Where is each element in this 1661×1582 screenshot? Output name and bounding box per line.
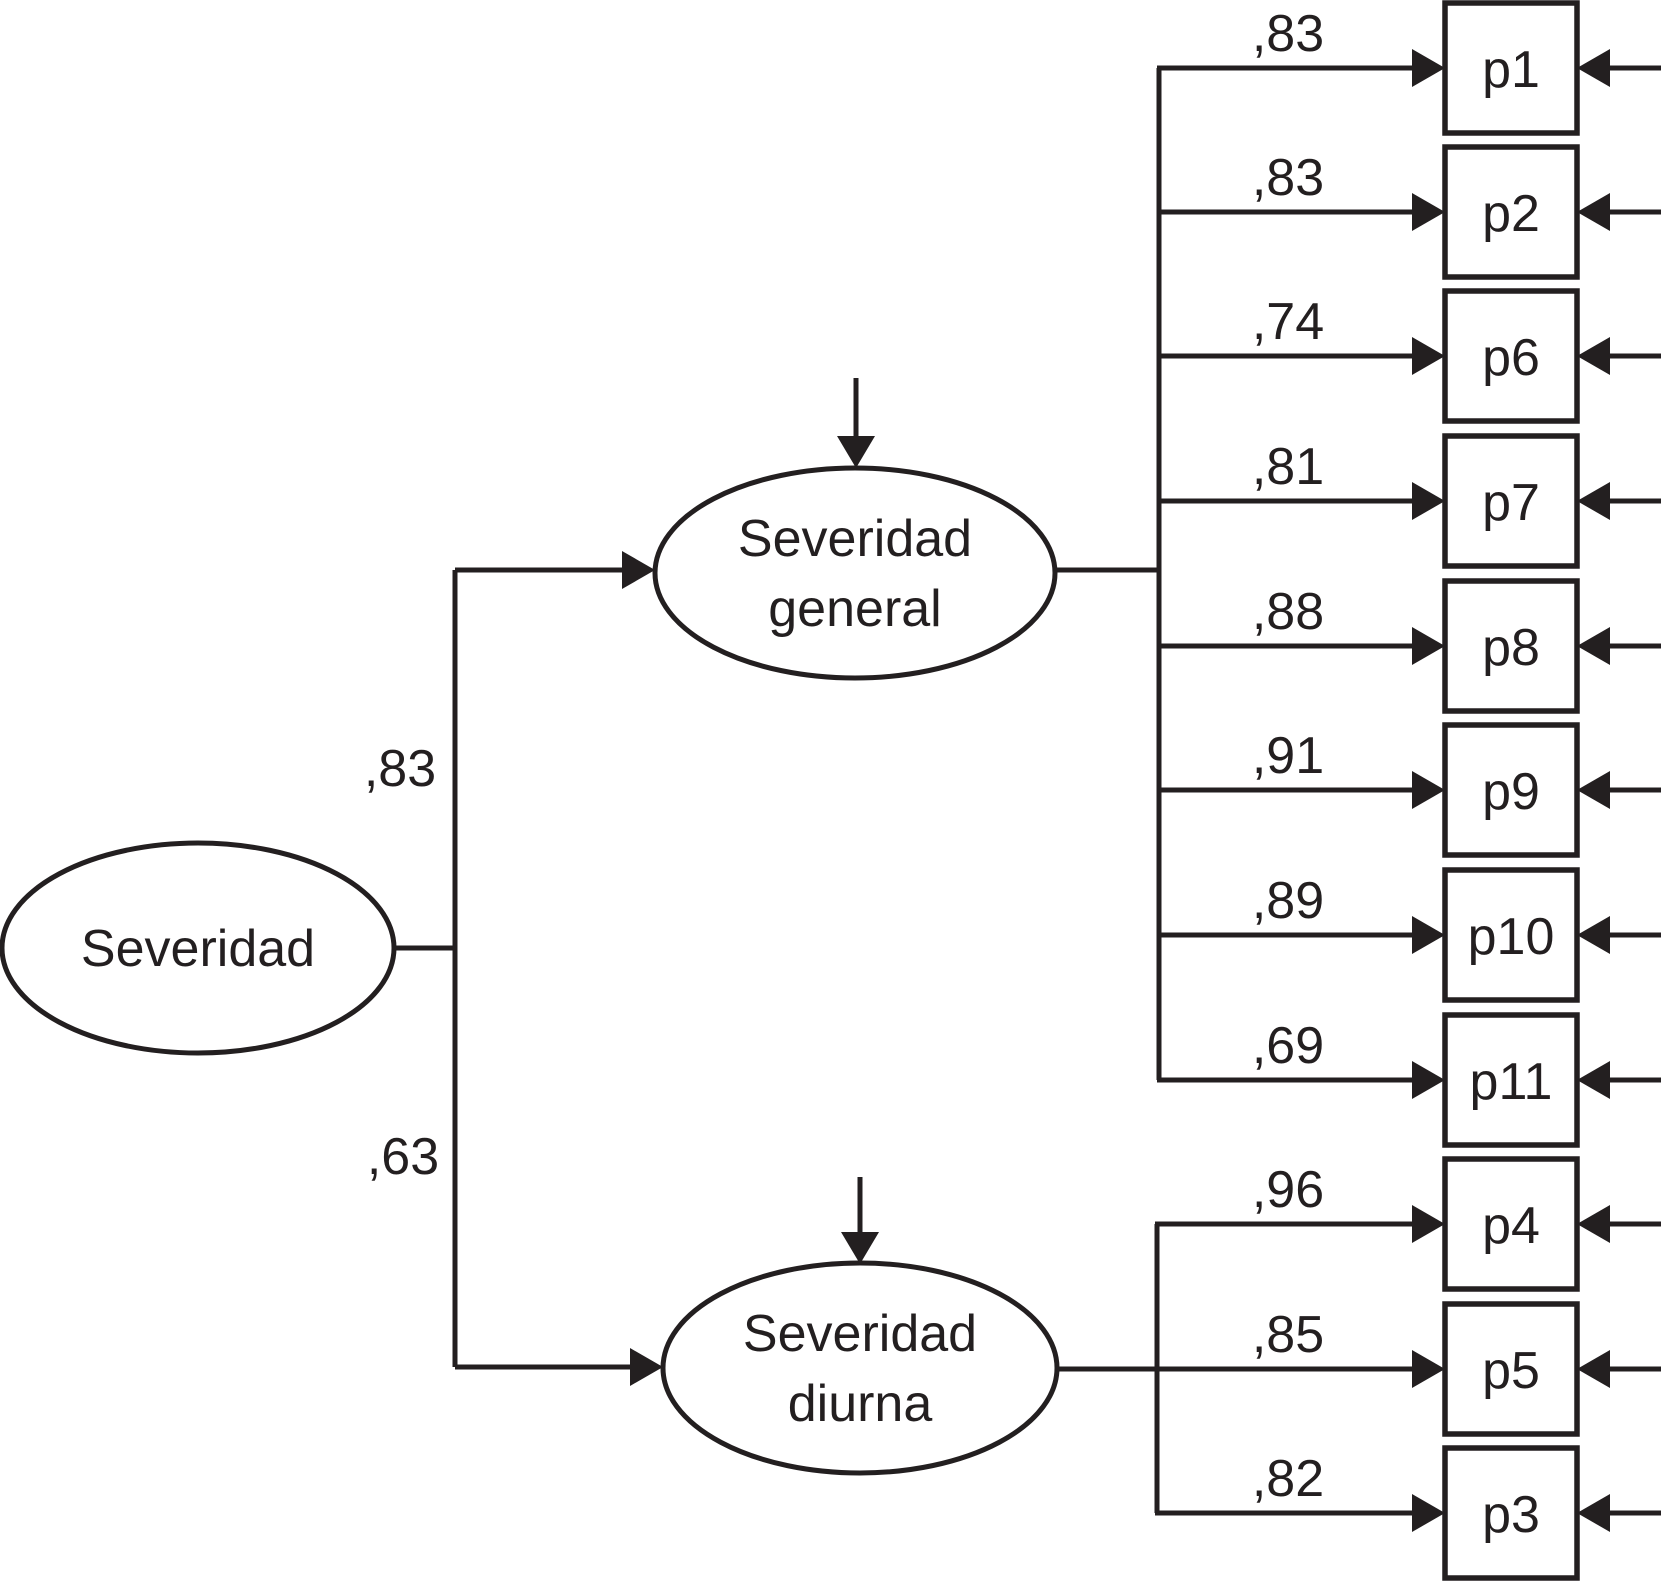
indicator-label: p10 <box>1468 908 1555 966</box>
left-arrowhead-icon <box>1577 916 1610 954</box>
right-arrowhead-icon <box>1412 337 1445 375</box>
indicator-row-p7: ,81 p7 <box>1157 433 1661 569</box>
path-coefficient-general: ,83 <box>364 740 436 798</box>
path-coefficient-diurna: ,63 <box>367 1128 439 1186</box>
indicator-row-p1: ,83 p1 <box>1157 0 1661 136</box>
indicator-row-p11: ,69 p11 <box>1157 1012 1661 1148</box>
path-root-to-diurna: ,63 <box>367 1128 663 1386</box>
indicator-label: p5 <box>1482 1342 1540 1400</box>
right-arrowhead-icon <box>1412 1350 1445 1388</box>
indicator-row-p6: ,74 p6 <box>1157 288 1661 424</box>
indicator-row-p9: ,91 p9 <box>1157 722 1661 858</box>
indicator-row-p2: ,83 p2 <box>1157 144 1661 280</box>
indicator-box <box>1442 578 1580 714</box>
general-factor-ellipse <box>652 465 1058 681</box>
indicator-row-p4: ,96 p4 <box>1155 1156 1661 1292</box>
indicator-box <box>1442 288 1580 424</box>
factor-loading-value: ,83 <box>1252 5 1324 63</box>
left-arrowhead-icon <box>1577 1061 1610 1099</box>
indicator-label: p4 <box>1482 1197 1540 1255</box>
diurna-factor-label-line2: diurna <box>788 1375 933 1433</box>
indicator-row-p10: ,89 p10 <box>1157 867 1661 1003</box>
down-arrowhead-icon <box>841 1232 879 1264</box>
factor-loading-value: ,96 <box>1252 1161 1324 1219</box>
diurna-factor-ellipse <box>660 1260 1060 1476</box>
right-arrowhead-icon <box>1412 1205 1445 1243</box>
right-arrowhead-icon <box>1412 482 1445 520</box>
left-arrowhead-icon <box>1577 482 1610 520</box>
right-arrowhead-icon <box>1412 193 1445 231</box>
indicator-label: p3 <box>1482 1486 1540 1544</box>
indicator-row-p5: ,85 p5 <box>1055 1301 1661 1437</box>
general-factor-label-line1: Severidad <box>738 510 972 568</box>
diurna-factor-group: Severidad diurna <box>660 1177 1160 1513</box>
left-arrowhead-icon <box>1577 49 1610 87</box>
factor-loading-value: ,69 <box>1252 1017 1324 1075</box>
right-arrowhead-icon <box>1412 771 1445 809</box>
diurna-factor-label-line1: Severidad <box>743 1305 977 1363</box>
right-arrowhead-icon <box>622 551 655 589</box>
indicator-label: p8 <box>1482 619 1540 677</box>
indicator-box <box>1442 1445 1580 1581</box>
root-factor-label: Severidad <box>81 920 315 978</box>
down-arrowhead-icon <box>837 436 875 468</box>
right-arrowhead-icon <box>1412 916 1445 954</box>
factor-loading-value: ,91 <box>1252 727 1324 785</box>
factor-loading-value: ,88 <box>1252 583 1324 641</box>
indicator-box <box>1442 1012 1580 1148</box>
indicator-box <box>1442 1156 1580 1292</box>
general-factor-group: Severidad general <box>652 68 1162 1080</box>
indicator-box <box>1442 867 1580 1003</box>
factor-loading-value: ,89 <box>1252 872 1324 930</box>
factor-loading-value: ,85 <box>1252 1306 1324 1364</box>
indicator-label: p2 <box>1482 185 1540 243</box>
indicator-row-p8: ,88 p8 <box>1157 578 1661 714</box>
left-arrowhead-icon <box>1577 193 1610 231</box>
indicator-label: p9 <box>1482 763 1540 821</box>
path-root-to-general: ,83 <box>364 551 655 798</box>
factor-loading-value: ,82 <box>1252 1450 1324 1508</box>
indicator-label: p7 <box>1482 474 1540 532</box>
indicator-label: p1 <box>1482 41 1540 99</box>
indicator-row-p3: ,82 p3 <box>1155 1445 1661 1581</box>
general-factor-label-line2: general <box>768 580 941 638</box>
left-arrowhead-icon <box>1577 771 1610 809</box>
root-factor-group: Severidad <box>0 570 458 1367</box>
factor-loading-value: ,81 <box>1252 438 1324 496</box>
indicator-label: p6 <box>1482 329 1540 387</box>
indicator-box <box>1442 1301 1580 1437</box>
right-arrowhead-icon <box>1412 49 1445 87</box>
right-arrowhead-icon <box>1412 1494 1445 1532</box>
right-arrowhead-icon <box>1412 627 1445 665</box>
right-arrowhead-icon <box>630 1348 663 1386</box>
left-arrowhead-icon <box>1577 1205 1610 1243</box>
factor-loading-value: ,83 <box>1252 149 1324 207</box>
indicator-box <box>1442 722 1580 858</box>
right-arrowhead-icon <box>1412 1061 1445 1099</box>
left-arrowhead-icon <box>1577 1350 1610 1388</box>
left-arrowhead-icon <box>1577 1494 1610 1532</box>
left-arrowhead-icon <box>1577 627 1610 665</box>
left-arrowhead-icon <box>1577 337 1610 375</box>
factor-loading-value: ,74 <box>1252 293 1324 351</box>
indicator-label: p11 <box>1470 1053 1553 1111</box>
